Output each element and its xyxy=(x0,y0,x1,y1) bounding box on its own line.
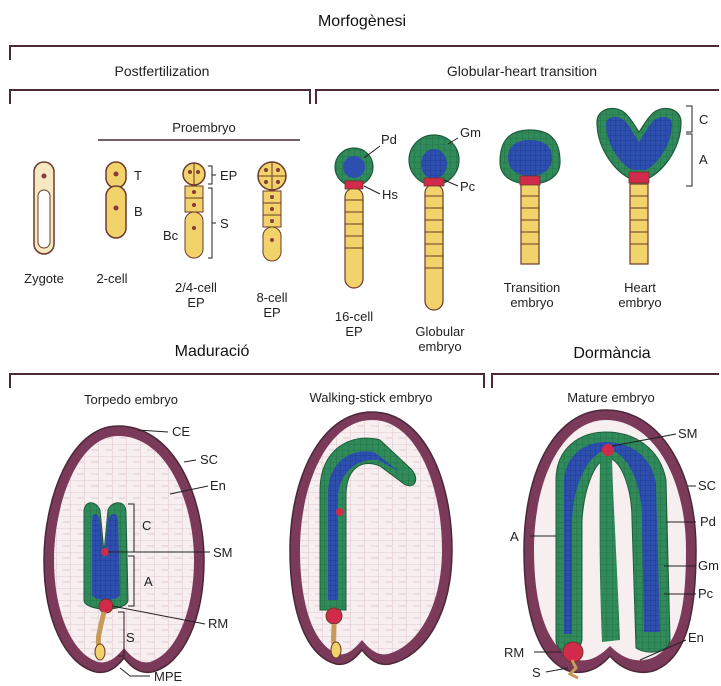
stage-eight-cell-ep: EP xyxy=(263,305,280,320)
label-SM-mature: SM xyxy=(678,426,698,441)
stage-sixteen-cell: 16-cell xyxy=(335,309,373,324)
postfertilization-bracket xyxy=(10,90,310,104)
heading-dormancy: Dormància xyxy=(573,345,650,362)
label-S: S xyxy=(220,216,229,231)
label-MPE: MPE xyxy=(154,669,183,684)
transition-embryo-drawing xyxy=(500,130,560,264)
label-RM: RM xyxy=(208,616,228,631)
label-SM: SM xyxy=(213,545,233,560)
s-bracket xyxy=(208,188,216,258)
section-proembryo: Proembryo xyxy=(172,120,236,135)
stage-sixteen-cell-ep: EP xyxy=(345,324,362,339)
stage-globular-embryo: embryo xyxy=(418,339,461,354)
globular-embryo-drawing xyxy=(409,135,459,310)
label-En: En xyxy=(210,478,226,493)
section-postfertilization: Postfertilization xyxy=(115,63,210,79)
stage-zygote: Zygote xyxy=(24,271,64,286)
eight-cell-drawing xyxy=(258,162,286,261)
label-Hs: Hs xyxy=(382,187,398,202)
ep-bracket xyxy=(208,166,216,184)
label-A-torpedo: A xyxy=(144,574,153,589)
walking-stick-seed-drawing xyxy=(290,412,452,664)
label-Pc-mature: Pc xyxy=(698,586,714,601)
two-four-cell-drawing xyxy=(183,163,205,258)
dormancy-bracket xyxy=(492,374,719,388)
label-RM-mature: RM xyxy=(504,645,524,660)
globular-heart-bracket xyxy=(316,90,719,104)
label-EP: EP xyxy=(220,168,237,183)
a-bracket-heart xyxy=(686,134,692,186)
stage-heart-embryo: embryo xyxy=(618,295,661,310)
heading-maturation: Maduració xyxy=(175,343,250,360)
section-mature: Mature embryo xyxy=(567,390,654,405)
label-SC: SC xyxy=(200,452,218,467)
label-En-mature: En xyxy=(688,630,704,645)
section-globular-heart: Globular-heart transition xyxy=(447,63,597,79)
mature-seed-drawing xyxy=(524,410,696,678)
stage-eight-cell: 8-cell xyxy=(256,290,287,305)
heart-embryo-drawing xyxy=(597,108,681,264)
label-B: B xyxy=(134,204,143,219)
morphogenesis-bracket xyxy=(10,46,719,60)
label-T: T xyxy=(134,168,142,183)
label-Gm-mature: Gm xyxy=(698,558,719,573)
label-A: A xyxy=(699,152,708,167)
section-walking-stick: Walking-stick embryo xyxy=(309,390,432,405)
zygote-drawing xyxy=(34,162,54,254)
label-Pd-mature: Pd xyxy=(700,514,716,529)
label-Pd: Pd xyxy=(381,132,397,147)
label-S-torpedo: S xyxy=(126,630,135,645)
label-C: C xyxy=(699,112,708,127)
sixteen-cell-drawing xyxy=(335,148,373,288)
two-cell-drawing xyxy=(106,162,126,238)
stage-two-four-cell-ep: EP xyxy=(187,295,204,310)
label-SC-mature: SC xyxy=(698,478,716,493)
label-Bc: Bc xyxy=(163,228,179,243)
label-Pc: Pc xyxy=(460,179,476,194)
stage-globular: Globular xyxy=(415,324,465,339)
sc-pointer xyxy=(184,460,196,462)
label-CE: CE xyxy=(172,424,190,439)
section-torpedo: Torpedo embryo xyxy=(84,392,178,407)
pc-pointer xyxy=(444,180,458,186)
stage-heart: Heart xyxy=(624,280,656,295)
maturation-bracket xyxy=(10,374,484,388)
label-S-mature: S xyxy=(532,665,541,680)
c-bracket-heart xyxy=(686,106,692,132)
stage-transition-embryo: embryo xyxy=(510,295,553,310)
stage-two-cell: 2-cell xyxy=(96,271,127,286)
label-A-mature: A xyxy=(510,529,519,544)
heading-morphogenesis: Morfogènesi xyxy=(318,13,406,30)
stage-transition: Transition xyxy=(504,280,561,295)
label-Gm: Gm xyxy=(460,125,481,140)
label-C-torpedo: C xyxy=(142,518,151,533)
stage-two-four-cell: 2/4-cell xyxy=(175,280,217,295)
hs-pointer xyxy=(364,186,380,194)
